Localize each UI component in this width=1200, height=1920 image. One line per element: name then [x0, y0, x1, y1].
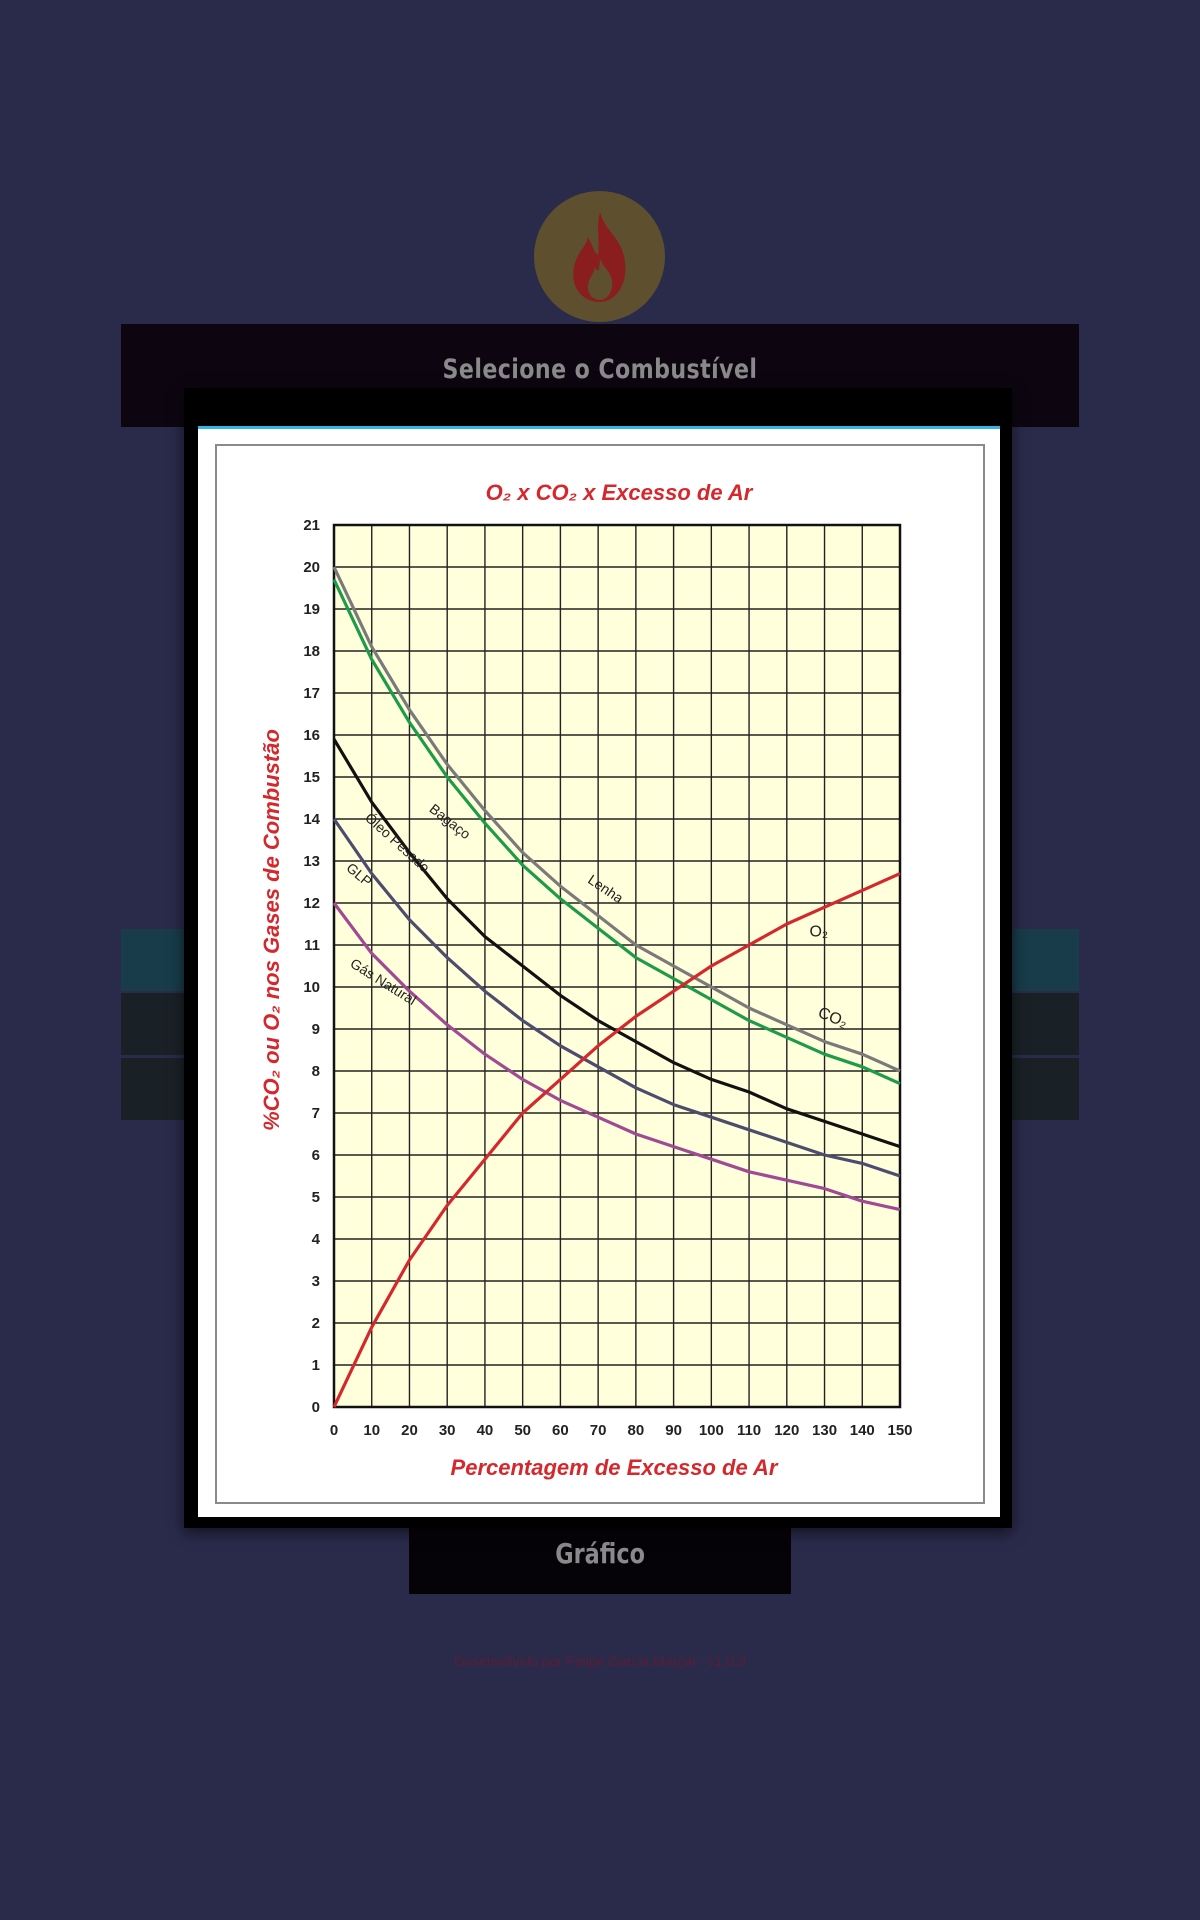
- y-tick-label: 21: [303, 517, 320, 534]
- x-tick-label: 40: [477, 1422, 494, 1439]
- y-tick-label: 0: [312, 1399, 320, 1416]
- x-tick-label: 120: [774, 1422, 799, 1439]
- curve-label: O₂: [809, 924, 828, 941]
- y-tick-label: 7: [312, 1105, 320, 1122]
- footer-credit: Desenvolvido por Felipe Garcia Marçal - …: [454, 1653, 746, 1669]
- x-tick-label: 10: [363, 1422, 380, 1439]
- y-axis-label: %CO₂ ou O₂ nos Gases de Combustão: [259, 729, 284, 1131]
- graph-button[interactable]: Gráfico: [409, 1522, 791, 1594]
- select-fuel-label: Selecione o Combustível: [442, 354, 758, 385]
- series-line: [332, 872, 901, 1408]
- series-line: [332, 578, 901, 1086]
- y-tick-label: 16: [303, 727, 320, 744]
- x-tick-label: 90: [665, 1422, 682, 1439]
- app-logo: [534, 191, 665, 322]
- y-tick-label: 12: [303, 895, 320, 912]
- y-tick-label: 4: [312, 1231, 321, 1248]
- y-tick-label: 11: [304, 937, 320, 954]
- y-tick-label: 5: [312, 1189, 320, 1206]
- excess-air-chart: O₂ x CO₂ x Excesso de Ar Percentagem de …: [259, 480, 913, 1480]
- chart-dialog[interactable]: O₂ x CO₂ x Excesso de Ar Percentagem de …: [184, 388, 1012, 1528]
- y-tick-label: 1: [312, 1357, 320, 1374]
- y-tick-label: 15: [303, 769, 320, 786]
- x-tick-label: 70: [590, 1422, 607, 1439]
- y-tick-label: 2: [312, 1315, 320, 1332]
- x-tick-label: 150: [887, 1422, 912, 1439]
- x-tick-label: 30: [439, 1422, 456, 1439]
- x-tick-label: 140: [850, 1422, 875, 1439]
- y-tick-label: 6: [312, 1147, 320, 1164]
- y-tick-label: 9: [312, 1021, 320, 1038]
- y-tick-label: 13: [303, 853, 320, 870]
- series-line: [332, 902, 901, 1212]
- plot-border: [332, 523, 902, 1409]
- x-tick-label: 20: [401, 1422, 418, 1439]
- chart-frame: O₂ x CO₂ x Excesso de Ar Percentagem de …: [215, 444, 985, 1504]
- y-tick-label: 8: [312, 1063, 320, 1080]
- y-tick-label: 10: [303, 979, 320, 996]
- y-tick-label: 17: [303, 685, 320, 702]
- x-tick-label: 130: [812, 1422, 837, 1439]
- y-tick-label: 20: [303, 559, 320, 576]
- x-tick-label: 100: [699, 1422, 724, 1439]
- graph-button-label: Gráfico: [555, 1536, 645, 1570]
- plot-background: [334, 525, 900, 1407]
- series-line: [332, 818, 901, 1178]
- series-line: [332, 566, 901, 1073]
- x-tick-label: 80: [628, 1422, 645, 1439]
- y-tick-label: 19: [303, 601, 320, 618]
- flame-icon: [572, 211, 625, 302]
- y-tick-label: 14: [303, 811, 320, 828]
- x-tick-label: 0: [330, 1422, 338, 1439]
- x-tick-label: 60: [552, 1422, 569, 1439]
- x-axis-label: Percentagem de Excesso de Ar: [451, 1455, 779, 1480]
- chart-dialog-content: O₂ x CO₂ x Excesso de Ar Percentagem de …: [198, 426, 1000, 1517]
- x-tick-label: 50: [514, 1422, 531, 1439]
- y-tick-label: 18: [303, 643, 320, 660]
- x-tick-label: 110: [737, 1422, 761, 1439]
- chart-title: O₂ x CO₂ x Excesso de Ar: [486, 480, 754, 505]
- y-tick-label: 3: [312, 1273, 320, 1290]
